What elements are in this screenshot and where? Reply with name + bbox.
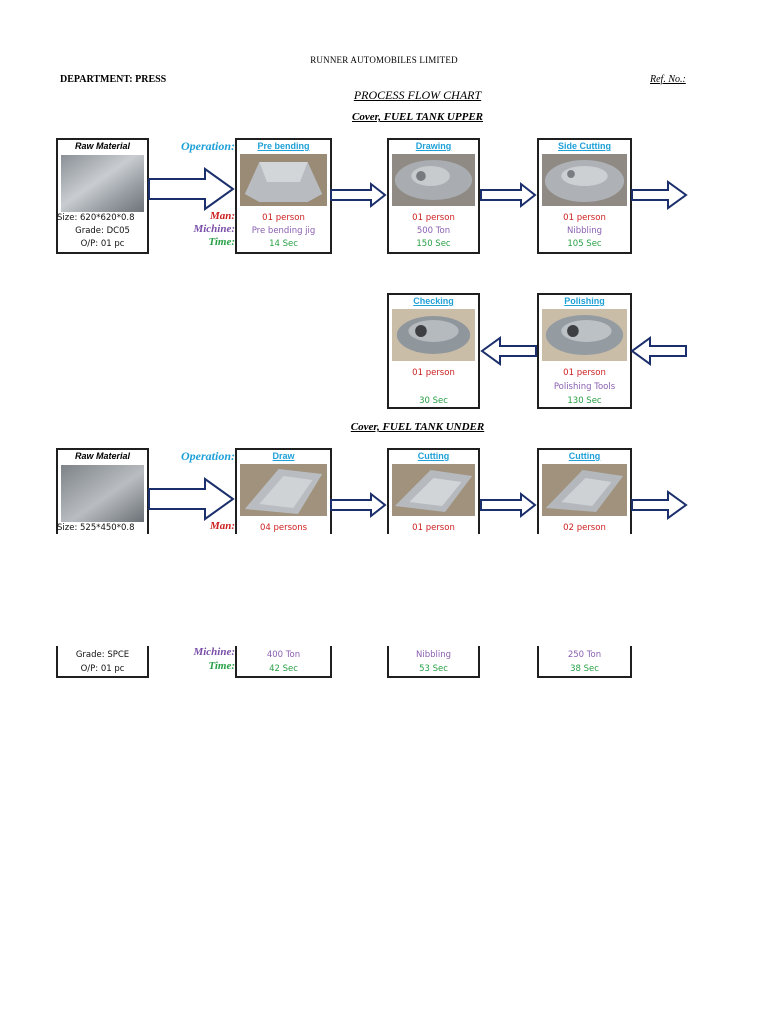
raw-sheet-image <box>61 155 144 212</box>
flow-arrow-icon <box>149 167 235 211</box>
raw-size: Size: 525*450*0.8 <box>57 523 147 533</box>
pre-bending-image <box>240 154 327 206</box>
machine-label: Michine: <box>155 223 235 235</box>
raw-output: O/P: 01 pc <box>58 239 147 249</box>
time-label: Time: <box>155 660 235 672</box>
flow-arrow-left-icon <box>480 337 538 365</box>
raw-output: O/P: 01 pc <box>58 664 147 674</box>
op-box-checking: Checking 01 person 30 Sec <box>387 293 480 409</box>
drawing-image <box>392 154 475 206</box>
raw-material-title: Raw Material <box>58 451 147 461</box>
flow-arrow-icon <box>149 477 235 521</box>
flow-arrow-icon <box>481 183 537 207</box>
flow-arrow-icon <box>481 493 537 517</box>
draw-image <box>240 464 327 516</box>
op-machine: 400 Ton <box>237 650 330 660</box>
flow-arrow-icon <box>331 493 387 517</box>
flow-arrow-icon <box>632 491 688 519</box>
op-man: 02 person <box>539 523 630 533</box>
op-machine: Nibbling <box>389 650 478 660</box>
raw-material-box-upper: Raw Material Size: 620*620*0.8 Grade: DC… <box>56 138 149 254</box>
polishing-image <box>542 309 627 361</box>
op-man: 01 person <box>389 523 478 533</box>
op-box-drawing: Drawing 01 person 500 Ton 150 Sec <box>387 138 480 254</box>
raw-sheet-image <box>61 465 144 522</box>
op-name: Checking <box>389 296 478 306</box>
op-box-cutting-2: Cutting 02 person <box>537 448 632 534</box>
op-man: 04 persons <box>237 523 330 533</box>
op-box-cutting-2-bottom: 250 Ton 38 Sec <box>537 646 632 678</box>
raw-material-box-under-bottom: Grade: SPCE O/P: 01 pc <box>56 646 149 678</box>
op-time: 14 Sec <box>237 239 330 249</box>
operation-label: Operation: <box>155 449 235 464</box>
operation-label: Operation: <box>155 139 235 154</box>
section-title-upper: Cover, FUEL TANK UPPER <box>0 111 768 123</box>
checking-image <box>392 309 475 361</box>
section-title-under: Cover, FUEL TANK UNDER <box>0 421 768 433</box>
man-label: Man: <box>155 520 235 532</box>
op-name: Cutting <box>389 451 478 461</box>
time-label: Time: <box>155 236 235 248</box>
op-time: 30 Sec <box>389 396 478 406</box>
op-time: 38 Sec <box>539 664 630 674</box>
op-man: 01 person <box>539 213 630 223</box>
op-name: Polishing <box>539 296 630 306</box>
op-time: 42 Sec <box>237 664 330 674</box>
op-man: 01 person <box>237 213 330 223</box>
ref-no-label: Ref. No.: <box>650 74 686 85</box>
op-time: 150 Sec <box>389 239 478 249</box>
op-machine: Pre bending jig <box>237 226 330 236</box>
raw-material-box-under: Raw Material Size: 525*450*0.8 <box>56 448 149 534</box>
op-box-pre-bending: Pre bending 01 person Pre bending jig 14… <box>235 138 332 254</box>
op-man: 01 person <box>539 368 630 378</box>
op-box-polishing: Polishing 01 person Polishing Tools 130 … <box>537 293 632 409</box>
op-time: 105 Sec <box>539 239 630 249</box>
op-box-cutting-1-bottom: Nibbling 53 Sec <box>387 646 480 678</box>
raw-grade: Grade: SPCE <box>58 650 147 660</box>
op-box-draw-bottom: 400 Ton 42 Sec <box>235 646 332 678</box>
flow-arrow-icon <box>632 181 688 209</box>
chart-title: PROCESS FLOW CHART <box>0 88 768 103</box>
flow-arrow-icon <box>331 183 387 207</box>
op-name: Drawing <box>389 141 478 151</box>
cutting-image <box>542 464 627 516</box>
cutting-image <box>392 464 475 516</box>
man-label: Man: <box>155 210 235 222</box>
department-label: DEPARTMENT: PRESS <box>60 74 166 85</box>
op-name: Side Cutting <box>539 141 630 151</box>
op-machine: Nibbling <box>539 226 630 236</box>
op-man: 01 person <box>389 368 478 378</box>
op-machine: Polishing Tools <box>539 382 630 392</box>
op-time: 53 Sec <box>389 664 478 674</box>
op-man: 01 person <box>389 213 478 223</box>
op-machine: 250 Ton <box>539 650 630 660</box>
raw-size: Size: 620*620*0.8 <box>57 213 147 223</box>
machine-label: Michine: <box>155 646 235 658</box>
op-name: Pre bending <box>237 141 330 151</box>
op-name: Cutting <box>539 451 630 461</box>
op-box-cutting-1: Cutting 01 person <box>387 448 480 534</box>
op-box-draw: Draw 04 persons <box>235 448 332 534</box>
company-name: RUNNER AUTOMOBILES LIMITED <box>0 55 768 65</box>
side-cutting-image <box>542 154 627 206</box>
op-machine: 500 Ton <box>389 226 478 236</box>
raw-grade: Grade: DC05 <box>58 226 147 236</box>
flow-arrow-left-icon <box>630 337 688 365</box>
op-time: 130 Sec <box>539 396 630 406</box>
raw-material-title: Raw Material <box>58 141 147 151</box>
op-box-side-cutting: Side Cutting 01 person Nibbling 105 Sec <box>537 138 632 254</box>
op-name: Draw <box>237 451 330 461</box>
